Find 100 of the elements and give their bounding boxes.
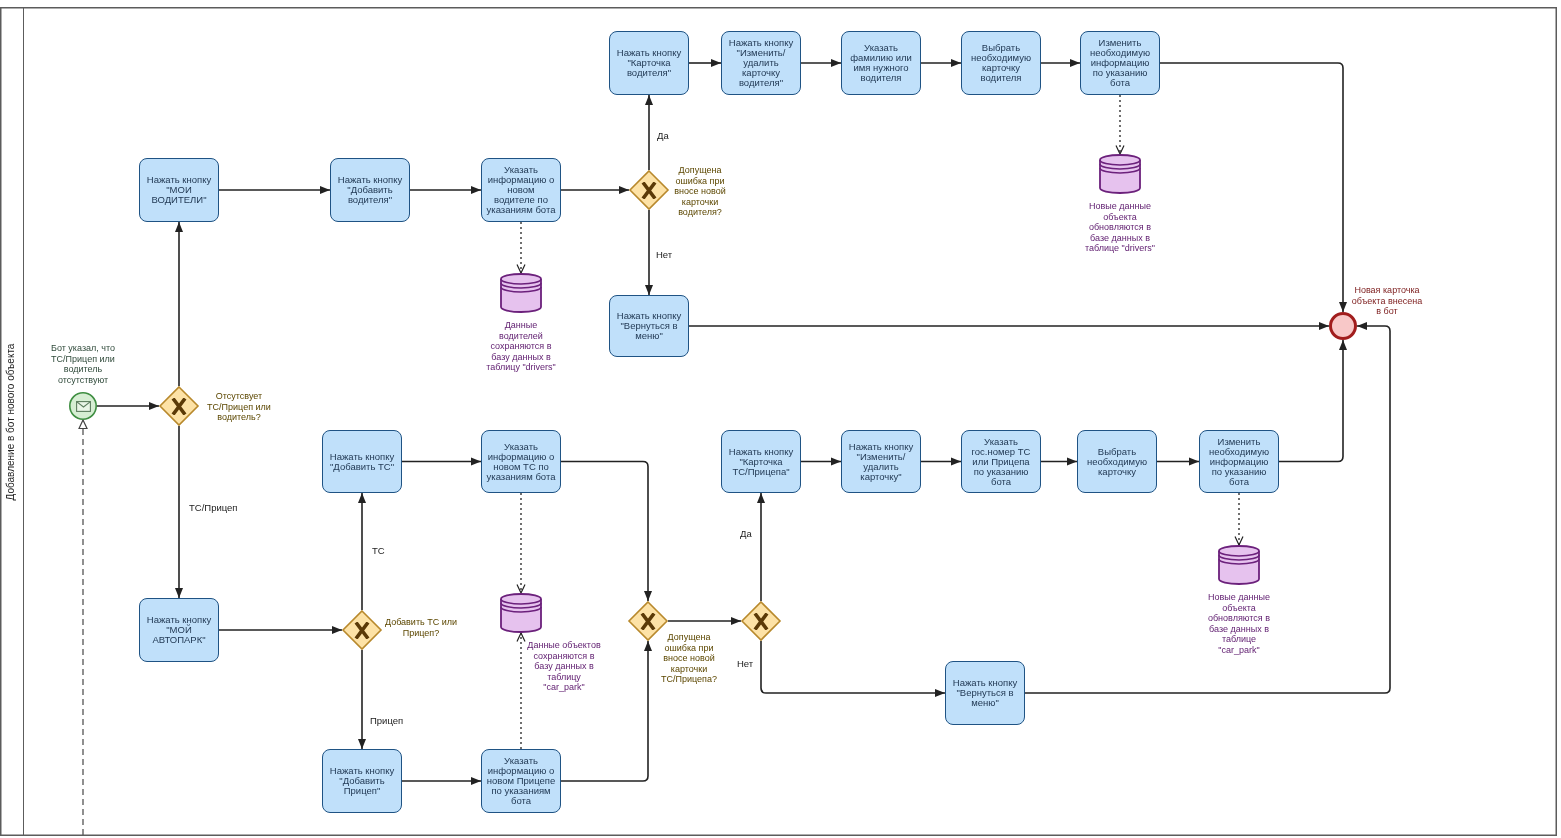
data-store-label: Данные водителей сохраняются в базу данных в таблицу "drivers" bbox=[485, 320, 557, 373]
gateway-diamond bbox=[159, 386, 199, 426]
association-arrow bbox=[1234, 492, 1244, 546]
task-box bbox=[841, 31, 921, 95]
task-box bbox=[1080, 31, 1160, 95]
task-text: Указать информацию о новом ТС по указаниям бота bbox=[486, 441, 556, 482]
task-text: Нажать кнопку "МОИ ВОДИТЕЛИ" bbox=[145, 175, 213, 205]
task-text: Нажать кнопку "Вернуться в меню" bbox=[951, 678, 1019, 708]
task-box bbox=[721, 430, 801, 493]
sequence-flow-arrow bbox=[1278, 339, 1347, 463]
sequence-flow-arrow bbox=[218, 626, 343, 634]
sequence-flow-arrow bbox=[1024, 322, 1391, 694]
edge-label: ТС bbox=[371, 545, 386, 556]
task-box bbox=[322, 749, 402, 813]
sequence-flow-arrow bbox=[645, 209, 653, 296]
task-text: Нажать кнопку "Добавить водителя" bbox=[336, 175, 404, 205]
sequence-flow-arrow bbox=[645, 94, 653, 171]
edge-label: Прицеп bbox=[369, 715, 405, 726]
task-text: Нажать кнопку "Добавить Прицеп" bbox=[328, 766, 396, 796]
association-arrow bbox=[516, 632, 526, 750]
gateway-label: Допущена ошибка при вносе новой карточки ТС/Прицепа? bbox=[660, 632, 718, 685]
database-cylinder bbox=[1099, 154, 1141, 194]
gateway-label: Отсутсвует ТС/Прицеп или водитель? bbox=[206, 391, 272, 423]
task-text: Нажать кнопку "Карточка ТС/Прицепа" bbox=[727, 446, 795, 477]
sequence-flow-arrow bbox=[688, 59, 722, 67]
end-event-circle bbox=[1329, 312, 1357, 340]
sequence-flow-arrow bbox=[560, 186, 630, 194]
sequence-flow-arrow bbox=[920, 59, 962, 67]
data-store-label: Новые данные объекта обновляются в базе данных в таблице "drivers" bbox=[1083, 201, 1156, 254]
task-text: Нажать кнопку "Добавить ТС" bbox=[328, 451, 396, 472]
edge-label: Да bbox=[656, 130, 670, 141]
sequence-flow-arrow bbox=[920, 457, 962, 466]
task-text: Нажать кнопку "Карточка водителя" bbox=[615, 48, 683, 78]
sequence-flow-arrow bbox=[358, 649, 366, 750]
sequence-flow-arrow bbox=[560, 460, 652, 602]
sequence-flow-arrow bbox=[358, 492, 366, 611]
task-box bbox=[841, 430, 921, 493]
sequence-flow-arrow bbox=[218, 186, 331, 194]
sequence-flow-arrow bbox=[175, 425, 183, 599]
sequence-flow-arrow bbox=[800, 59, 842, 67]
sequence-flow-arrow bbox=[409, 186, 482, 194]
task-box bbox=[139, 598, 219, 662]
sequence-flow-arrow bbox=[1040, 59, 1081, 67]
gateway-diamond bbox=[741, 601, 781, 641]
edge-label: Да bbox=[739, 528, 753, 539]
task-box bbox=[961, 31, 1041, 95]
sequence-flow-arrow bbox=[688, 322, 1330, 330]
edge-label: Нет bbox=[736, 658, 755, 669]
task-text: Нажать кнопку "МОЙ АВТОПАРК" bbox=[145, 615, 213, 645]
sequence-flow-arrow bbox=[757, 492, 765, 602]
task-box bbox=[139, 158, 219, 222]
task-box bbox=[330, 158, 410, 222]
data-store-label: Новые данные объекта обновляются в базе данных в таблице "car_park" bbox=[1206, 592, 1272, 655]
database-cylinder bbox=[1218, 545, 1260, 585]
task-text: Указать фамилию или имя нужного водителя bbox=[849, 43, 913, 83]
start-event-circle bbox=[69, 392, 97, 420]
database-cylinder bbox=[500, 273, 542, 313]
sequence-flow-arrow bbox=[800, 457, 842, 466]
pool-frame bbox=[0, 7, 1557, 836]
task-box bbox=[481, 158, 561, 222]
database-cylinder bbox=[500, 593, 542, 633]
task-text: Указать информацию о новом Прицепе по указаниям бота bbox=[486, 756, 556, 806]
task-text: Выбрать необходимую карточку водителя bbox=[970, 43, 1032, 83]
sequence-flow-arrow bbox=[1159, 62, 1347, 313]
task-text: Указать гос.номер ТС или Прицепа по указанию бота bbox=[970, 436, 1032, 487]
event-label: Новая карточка объекта внесена в бот bbox=[1350, 285, 1424, 317]
sequence-flow-arrow bbox=[175, 221, 183, 387]
gateway-diamond bbox=[342, 610, 382, 650]
sequence-flow-arrow bbox=[1040, 457, 1078, 466]
task-text: Нажать кнопку "Изменить/ удалить карточку водителя" bbox=[727, 38, 795, 88]
sequence-flow-arrow bbox=[401, 457, 482, 466]
sequence-flow-arrow bbox=[667, 617, 742, 625]
edge-label: ТС/Прицеп bbox=[188, 502, 239, 513]
task-box bbox=[1199, 430, 1279, 493]
data-store-label: Данные объектов сохраняются в базу данных в таблицу "car_park" bbox=[526, 640, 602, 693]
sequence-flow-arrow bbox=[560, 640, 652, 782]
task-box bbox=[322, 430, 402, 493]
task-box bbox=[945, 661, 1025, 725]
gateway-diamond bbox=[629, 170, 669, 210]
sequence-flow-arrow bbox=[760, 640, 946, 697]
association-arrow bbox=[1115, 94, 1125, 155]
gateway-label: Допущена ошибка при вносе новой карточки водителя? bbox=[673, 165, 727, 218]
task-box bbox=[961, 430, 1041, 493]
task-text: Изменить необходимую информацию по указанию бота bbox=[1089, 38, 1151, 88]
association-arrow bbox=[516, 492, 526, 594]
task-text: Указать информацию о новом водителе по указаниям бота bbox=[486, 165, 556, 215]
task-box bbox=[609, 31, 689, 95]
sequence-flow-arrow bbox=[401, 777, 482, 785]
edge-label: Нет bbox=[655, 249, 674, 260]
task-box bbox=[1077, 430, 1157, 493]
task-text: Выбрать необходимую карточку bbox=[1086, 446, 1148, 477]
association-arrow bbox=[516, 221, 526, 274]
gateway-label: Добавить ТС или Прицеп? bbox=[383, 617, 459, 638]
message-flow-arrow bbox=[78, 419, 88, 836]
sequence-flow-arrow bbox=[1156, 457, 1200, 466]
lane-title: Добавление в бот нового объекта bbox=[5, 343, 18, 500]
task-box bbox=[721, 31, 801, 95]
task-text: Нажать кнопку "Вернуться в меню" bbox=[615, 311, 683, 341]
task-text: Нажать кнопку "Изменить/ удалить карточку" bbox=[847, 441, 915, 482]
task-box bbox=[609, 295, 689, 357]
